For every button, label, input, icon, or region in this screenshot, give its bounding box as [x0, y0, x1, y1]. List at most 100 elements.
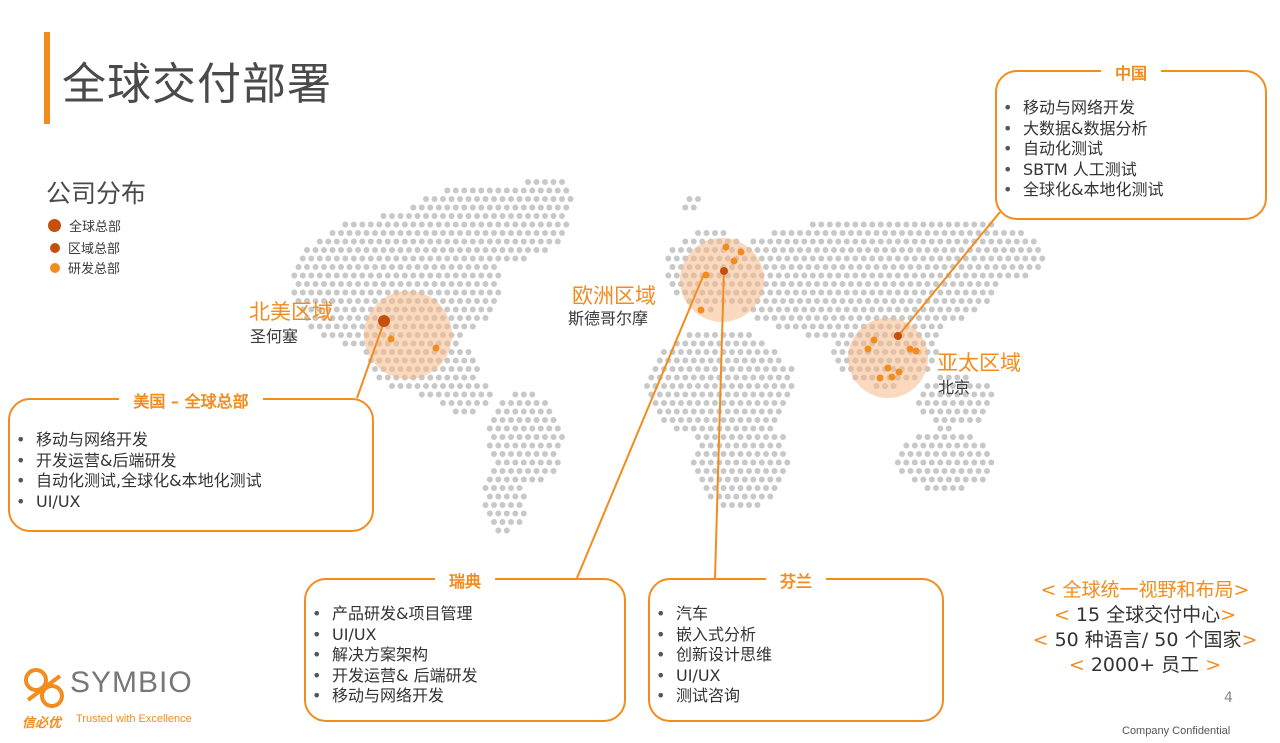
map-dot [431, 383, 438, 389]
map-dot [474, 366, 480, 372]
map-dot [554, 238, 561, 245]
map-dot [822, 230, 829, 236]
map-dot [767, 289, 774, 296]
map-dot [920, 408, 927, 415]
map-dot [457, 196, 463, 202]
map-dot [542, 230, 548, 236]
map-dot [775, 255, 782, 262]
map-dot [304, 247, 310, 253]
map-dot [962, 306, 969, 313]
map-dot [665, 391, 672, 398]
summary-block: < 全球统一视野和布局> < 15 全球交付中心> < 50 种语言/ 50 个… [1010, 578, 1280, 678]
map-dot [865, 281, 871, 287]
map-dot [852, 272, 859, 279]
map-dot [962, 374, 969, 381]
map-dot [644, 383, 650, 389]
map-dot [546, 408, 553, 415]
map-dot [937, 255, 944, 262]
map-dot [474, 298, 480, 304]
map-dot [775, 323, 782, 330]
map-dot [703, 400, 710, 406]
map-dot [376, 289, 383, 296]
map-dot [482, 400, 489, 406]
map-dot [495, 187, 502, 194]
map-dot [911, 306, 918, 313]
map-dot [452, 255, 459, 262]
map-dot [780, 281, 786, 287]
sweden-list: 产品研发&项目管理 UI/UX 解决方案架构 开发运营& 后端研发 移动与网络开… [306, 604, 624, 707]
map-dot [486, 221, 493, 228]
map-dot [971, 289, 978, 296]
map-dot [843, 272, 850, 279]
map-dot [469, 391, 476, 398]
map-dot [950, 383, 956, 389]
map-dot [835, 272, 842, 279]
map-dot [299, 306, 306, 313]
map-dot [559, 196, 565, 202]
map-dot [775, 391, 782, 398]
map-dot [733, 357, 740, 364]
map-dot [435, 221, 442, 228]
map-dot [920, 221, 927, 228]
map-dot [801, 272, 808, 279]
map-dot [984, 298, 990, 304]
map-dot [486, 289, 493, 296]
map-dot [797, 247, 803, 253]
map-dot [435, 289, 442, 296]
map-dot [758, 340, 765, 347]
map-dot [746, 485, 752, 491]
map-dot [712, 349, 718, 355]
map-dot [355, 247, 361, 253]
map-dot [720, 400, 727, 406]
map-dot [979, 408, 986, 415]
map-dot [418, 238, 425, 245]
map-dot [338, 332, 344, 338]
map-dot [801, 238, 808, 245]
map-dot [359, 221, 366, 228]
map-dot [771, 349, 778, 355]
map-dot [533, 213, 540, 219]
map-dot [724, 340, 731, 347]
map-dot [508, 247, 514, 253]
map-dot [903, 289, 910, 296]
map-dot [316, 272, 323, 279]
map-dot [457, 349, 463, 355]
list-item: 创新设计思维 [650, 645, 942, 666]
map-dot [325, 238, 332, 245]
map-dot [818, 272, 825, 279]
map-dot [984, 400, 990, 406]
map-dot [563, 204, 570, 211]
map-dot [440, 298, 446, 304]
map-dot [882, 298, 888, 304]
list-item: 产品研发&项目管理 [306, 604, 624, 625]
global-hq-marker [378, 315, 390, 327]
map-dot [814, 298, 820, 304]
map-dot [452, 272, 459, 279]
map-dot [741, 391, 748, 398]
map-dot [550, 230, 557, 236]
map-dot [835, 323, 842, 330]
map-dot [350, 323, 357, 330]
map-dot [954, 289, 961, 296]
map-dot [465, 400, 472, 406]
map-dot [967, 230, 973, 236]
map-dot [975, 264, 982, 270]
map-dot [758, 391, 765, 398]
map-dot [852, 306, 859, 313]
map-dot [435, 272, 442, 279]
map-dot [550, 468, 557, 474]
map-dot [482, 485, 489, 491]
map-dot [673, 255, 680, 262]
map-dot [486, 493, 493, 500]
map-dot [771, 230, 778, 236]
map-dot [312, 264, 319, 270]
map-dot [474, 315, 480, 321]
map-dot [355, 281, 361, 287]
map-dot [554, 442, 561, 449]
map-dot [299, 272, 306, 279]
map-dot [678, 417, 684, 423]
map-dot [457, 281, 463, 287]
map-dot [737, 366, 744, 372]
map-dot [967, 468, 973, 474]
map-dot [508, 213, 514, 219]
